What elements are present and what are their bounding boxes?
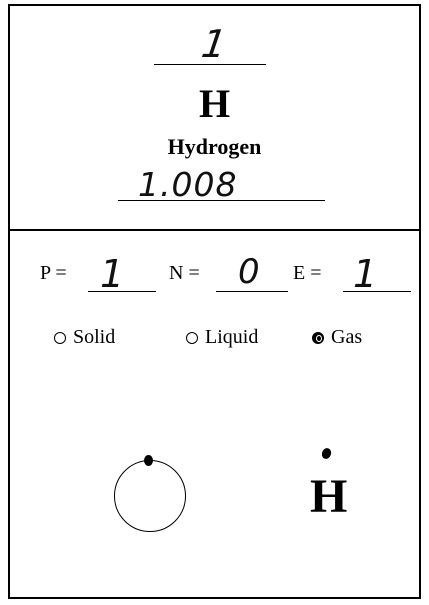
atomic-mass-handwritten: 1.008 <box>138 165 238 204</box>
state-option-gas[interactable]: Gas <box>312 326 362 349</box>
atomic-number-handwritten: 1 <box>198 22 230 66</box>
protons-label: P = <box>40 262 67 284</box>
bohr-electron-dot <box>144 455 153 466</box>
atomic-number-line <box>154 64 266 65</box>
state-label-liquid: Liquid <box>205 326 259 348</box>
radio-unchecked-icon[interactable] <box>54 331 66 344</box>
neutrons-value: 0 <box>238 252 260 292</box>
element-name: Hydrogen <box>167 134 262 159</box>
state-option-solid[interactable]: Solid <box>54 326 115 349</box>
lewis-electron-dot <box>320 446 333 461</box>
lewis-symbol: H <box>310 470 348 523</box>
radio-unchecked-icon[interactable] <box>186 331 198 344</box>
radio-checked-icon[interactable] <box>312 331 324 344</box>
electrons-blank <box>343 291 411 292</box>
neutrons-label: N = <box>169 262 200 284</box>
electrons-value: 1 <box>353 252 378 296</box>
protons-value: 1 <box>100 252 125 296</box>
bohr-orbit-circle <box>114 460 186 532</box>
section-divider <box>10 229 419 231</box>
element-card: 1 H Hydrogen 1.008 P = 1 N = 0 E = 1 Sol… <box>8 4 421 599</box>
protons-blank <box>88 291 156 292</box>
neutrons-blank <box>216 291 288 292</box>
state-label-gas: Gas <box>331 326 363 348</box>
element-symbol: H <box>198 81 231 126</box>
electrons-label: E = <box>293 262 322 284</box>
state-option-liquid[interactable]: Liquid <box>186 326 258 349</box>
atomic-mass-line <box>118 200 325 201</box>
state-label-solid: Solid <box>73 326 116 348</box>
